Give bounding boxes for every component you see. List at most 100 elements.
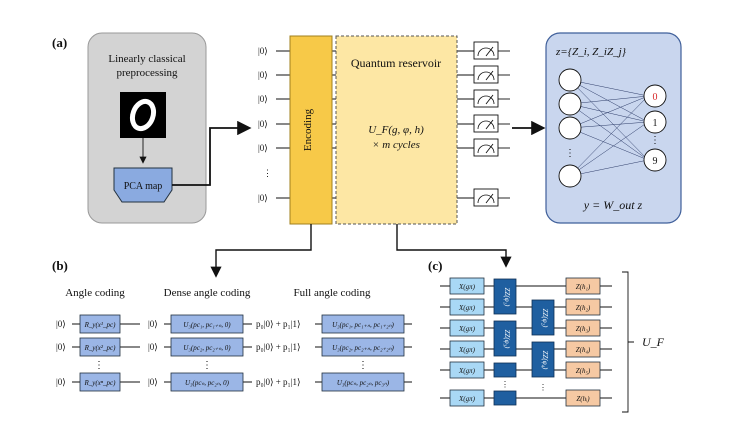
reservoir-title: Quantum reservoir: [351, 56, 441, 70]
reservoir-formula-2: × m cycles: [372, 139, 420, 151]
zz-gates-a: ZZ(φ₁) ZZ(φ₃) ⋮: [493, 278, 517, 406]
ket: |0⟩: [148, 319, 158, 329]
encoding-ket: |0⟩: [258, 193, 268, 203]
u3-gate: [170, 337, 244, 357]
encoding-ket-list: |0⟩ |0⟩ |0⟩ |0⟩ |0⟩ ⋮ |0⟩: [258, 46, 272, 203]
ry-gate-label: R_y(x¹_pc): [84, 321, 117, 329]
output-label-ellipsis: ⋮: [650, 135, 660, 146]
output-label-0: 0: [653, 92, 658, 103]
zz-gate-label: ZZ(φ₃): [503, 330, 511, 349]
ry-gate: [79, 372, 121, 392]
superposition-prefix: p₀|0⟩ + p₁|1⟩: [256, 342, 300, 352]
mnist-digit-image: [120, 92, 166, 138]
x-gates: X(gπ) X(gπ) X(gπ) X(gπ) X(gπ) X(gπ): [449, 277, 485, 407]
pca-map-label: PCA map: [124, 181, 163, 192]
angle-ellipsis: ⋮: [94, 360, 104, 371]
encoding-ket: |0⟩: [258, 119, 268, 129]
encoding-ket: |0⟩: [258, 94, 268, 104]
zz-gates-b: ZZ(φ₂) ZZ(φ₄) ⋮: [531, 299, 555, 392]
x-gate-label: X(gπ): [458, 395, 476, 403]
ket: |0⟩: [56, 342, 66, 352]
meter-icon: [473, 89, 499, 108]
zz-gate-label: ZZ(φ₁): [503, 288, 511, 307]
full-coding-title: Full angle coding: [294, 287, 371, 299]
z-gate-label: Z(h₁): [576, 283, 591, 291]
output-label-9: 9: [653, 156, 658, 167]
z-gate-label: Z(hᵢ): [576, 395, 590, 403]
ket: |0⟩: [148, 342, 158, 352]
readout-equation: y = W_out z: [583, 198, 643, 212]
encoding-ket: |0⟩: [258, 70, 268, 80]
x-gate-label: X(gπ): [458, 346, 476, 354]
ry-gate-label: R_y(xⁿ_pc): [84, 379, 117, 387]
u3-gate: [170, 372, 244, 392]
meter-icon: [473, 188, 499, 207]
dense-ellipsis: ⋮: [202, 360, 212, 371]
ket: |0⟩: [56, 377, 66, 387]
encoding-label: Encoding: [302, 108, 314, 151]
z-gate-label: Z(h₂): [576, 304, 591, 312]
ry-gate: [79, 314, 121, 334]
encoding-to-b-arrow: [210, 224, 312, 278]
u3-gate: [321, 314, 405, 334]
ry-gate-label: R_y(x²_pc): [84, 344, 117, 352]
z-gate-label: Z(h₃): [576, 325, 591, 333]
u3-gate: [321, 372, 405, 392]
zz-gate-label: ZZ(φ₂): [541, 309, 549, 328]
preprocess-title-1: Linearly classical: [108, 53, 185, 65]
superposition-prefix: p₀|0⟩ + p₁|1⟩: [256, 377, 300, 387]
panel-label-b: (b): [52, 258, 68, 273]
zz-ellipsis: ⋮: [539, 383, 547, 392]
encoding-ket: |0⟩: [258, 46, 268, 56]
u3-gate-label: U₃(pc₁, pc₁₊ₙ, 0): [183, 321, 231, 329]
preprocess-title-2: preprocessing: [116, 67, 178, 79]
meter-icon: [473, 138, 499, 157]
zz-ellipsis: ⋮: [501, 380, 509, 389]
full-ellipsis: ⋮: [358, 360, 368, 371]
angle-coding-title: Angle coding: [65, 287, 125, 299]
x-gate-label: X(gπ): [458, 304, 476, 312]
network-edges: [569, 79, 649, 177]
u3-gate-label: U₃(pc₂, pc₂₊ₙ, 0): [183, 344, 231, 352]
meter-icon: [473, 65, 499, 84]
u3-gate-label: U₃(pc₂, pc₂₊ₙ, pc₂₊₂ₙ): [332, 344, 394, 352]
encoding-ket-ellipsis: ⋮: [263, 168, 272, 178]
z-definition: z={Z_i, Z_iZ_j}: [555, 46, 627, 58]
measurement-meters: [473, 41, 510, 207]
u3-gate-label: U₃(pc₁, pc₁₊ₙ, pc₁₊₂ₙ): [332, 321, 394, 329]
encoding-block: [289, 35, 333, 225]
z-gate-label: Z(h₄): [576, 346, 591, 354]
ket: |0⟩: [148, 377, 158, 387]
panel-label-c: (c): [428, 258, 442, 273]
x-gate-label: X(gπ): [458, 283, 476, 291]
u3-gate: [170, 314, 244, 334]
input-nodes: [558, 68, 582, 188]
meter-icon: [473, 41, 499, 60]
reservoir-to-c-arrow: [396, 224, 512, 268]
u3-gate-label: U₃(pcₙ, pc₂ₙ, pc₃ₙ): [337, 379, 390, 387]
reservoir-formula-1: U_F(g, φ, h): [368, 124, 424, 136]
output-nodes: [643, 84, 667, 172]
superposition-prefix: p₀|0⟩ + p₁|1⟩: [256, 319, 300, 329]
x-gate-label: X(gπ): [458, 367, 476, 375]
pca-to-encoding-arrow: [172, 120, 252, 186]
digit-zero-stroke: [129, 98, 157, 132]
uf-label: U_F: [642, 335, 665, 349]
u3-gate: [321, 337, 405, 357]
dense-coding-title: Dense angle coding: [164, 287, 251, 299]
x-gate-label: X(gπ): [458, 325, 476, 333]
meter-icon: [473, 114, 499, 133]
quantum-reservoir-block: [335, 35, 458, 225]
z-gate-label: Z(h₅): [576, 367, 591, 375]
encoding-ket: |0⟩: [258, 143, 268, 153]
output-label-1: 1: [653, 118, 658, 129]
input-node-ellipsis: ⋮: [565, 148, 575, 159]
dense-coding-rows: |0⟩ U₃(pc₁, pc₁₊ₙ, 0) |0⟩ U₃(pc₂, pc₂₊ₙ,…: [148, 314, 252, 392]
z-gates: Z(h₁) Z(h₂) Z(h₃) Z(h₄) Z(h₅) Z(hᵢ): [565, 277, 601, 407]
panel-label-a: (a): [52, 35, 67, 50]
angle-coding-rows: |0⟩ R_y(x¹_pc) |0⟩ R_y(x²_pc) ⋮ |0⟩ R_y(…: [56, 314, 140, 392]
u3-gate-label: U₃(pcₙ, pc₂ₙ, 0): [185, 379, 230, 387]
ry-gate: [79, 337, 121, 357]
